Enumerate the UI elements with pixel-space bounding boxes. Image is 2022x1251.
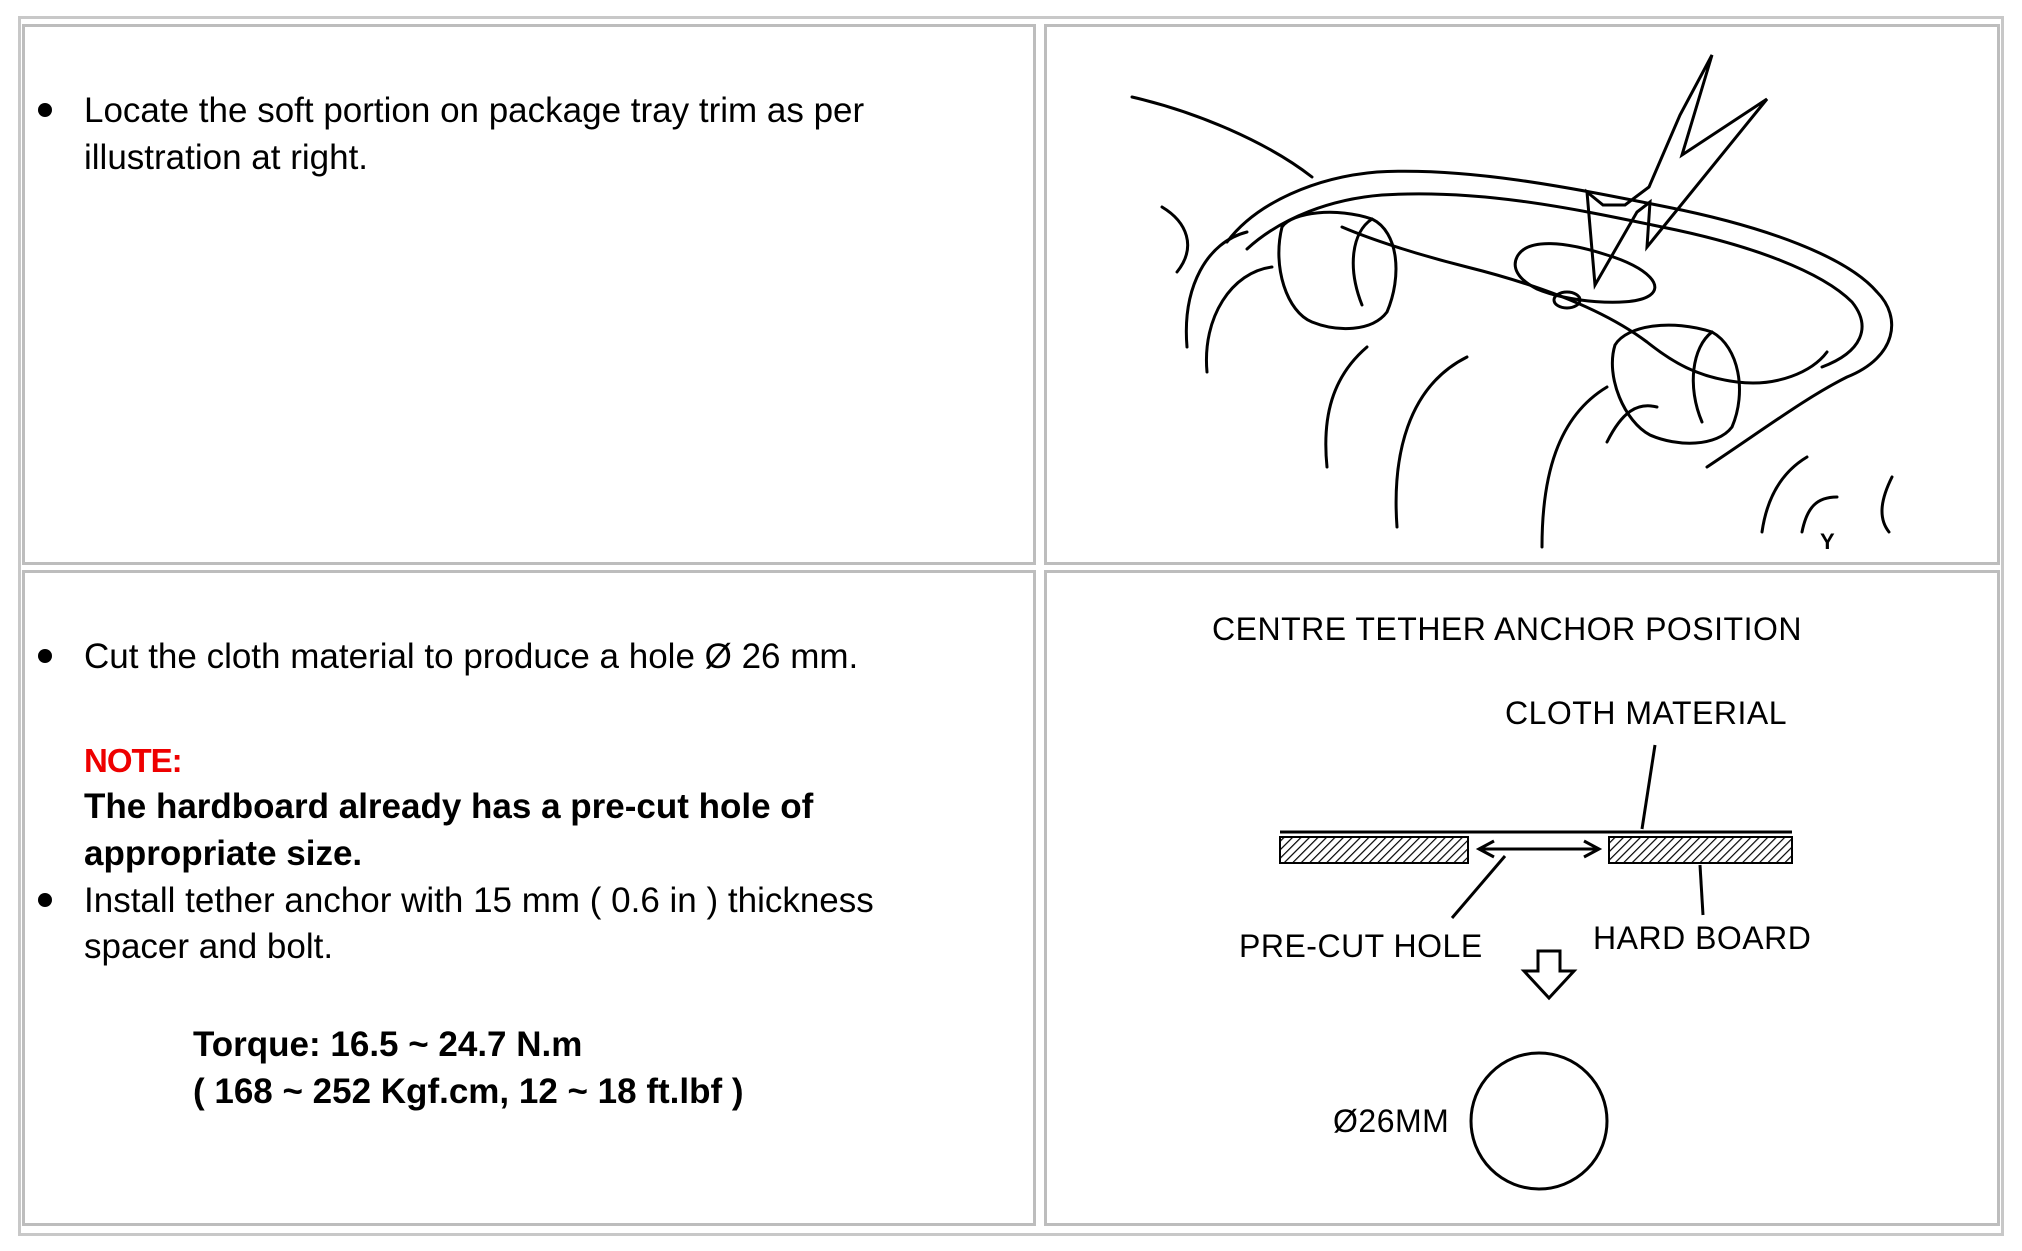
cloth-material-label: CLOTH MATERIAL — [1505, 695, 1787, 731]
hard-board-label: HARD BOARD — [1593, 920, 1812, 956]
step2-cut-text: Cut the cloth material to produce a hole… — [84, 637, 859, 676]
illustration-corner-mark: Y — [1820, 529, 1835, 554]
bullet-icon — [38, 103, 52, 117]
bullet-icon — [38, 649, 52, 663]
diagram-title: CENTRE TETHER ANCHOR POSITION — [1212, 611, 1802, 647]
step2-text-cell: Cut the cloth material to produce a hole… — [22, 570, 1036, 1226]
install-line2: spacer and bolt. — [84, 927, 334, 966]
note-line2: appropriate size. — [84, 834, 363, 873]
step1-line2: illustration at right. — [84, 138, 369, 177]
bullet-icon — [38, 893, 52, 907]
tether-anchor-diagram — [1279, 744, 1793, 1191]
install-line1: Install tether anchor with 15 mm ( 0.6 i… — [84, 881, 874, 920]
package-tray-illustration-cell: Y — [1044, 24, 2000, 565]
tether-anchor-diagram-cell: CENTRE TETHER ANCHOR POSITION CLOTH MATE… — [1044, 570, 2000, 1226]
step1-text-cell: Locate the soft portion on package tray … — [22, 24, 1036, 565]
torque-line1: Torque: 16.5 ~ 24.7 N.m — [193, 1025, 583, 1064]
pre-cut-hole-label: PRE-CUT HOLE — [1239, 928, 1483, 964]
note-line1: The hardboard already has a pre-cut hole… — [84, 787, 814, 826]
step1-line1: Locate the soft portion on package tray … — [84, 91, 865, 130]
diameter-label: Ø26MM — [1333, 1103, 1450, 1139]
package-tray-illustration: Y — [1130, 54, 1894, 554]
torque-line2: ( 168 ~ 252 Kgf.cm, 12 ~ 18 ft.lbf ) — [193, 1072, 744, 1111]
page-frame — [18, 16, 2004, 1236]
note-label: NOTE: — [84, 742, 183, 779]
